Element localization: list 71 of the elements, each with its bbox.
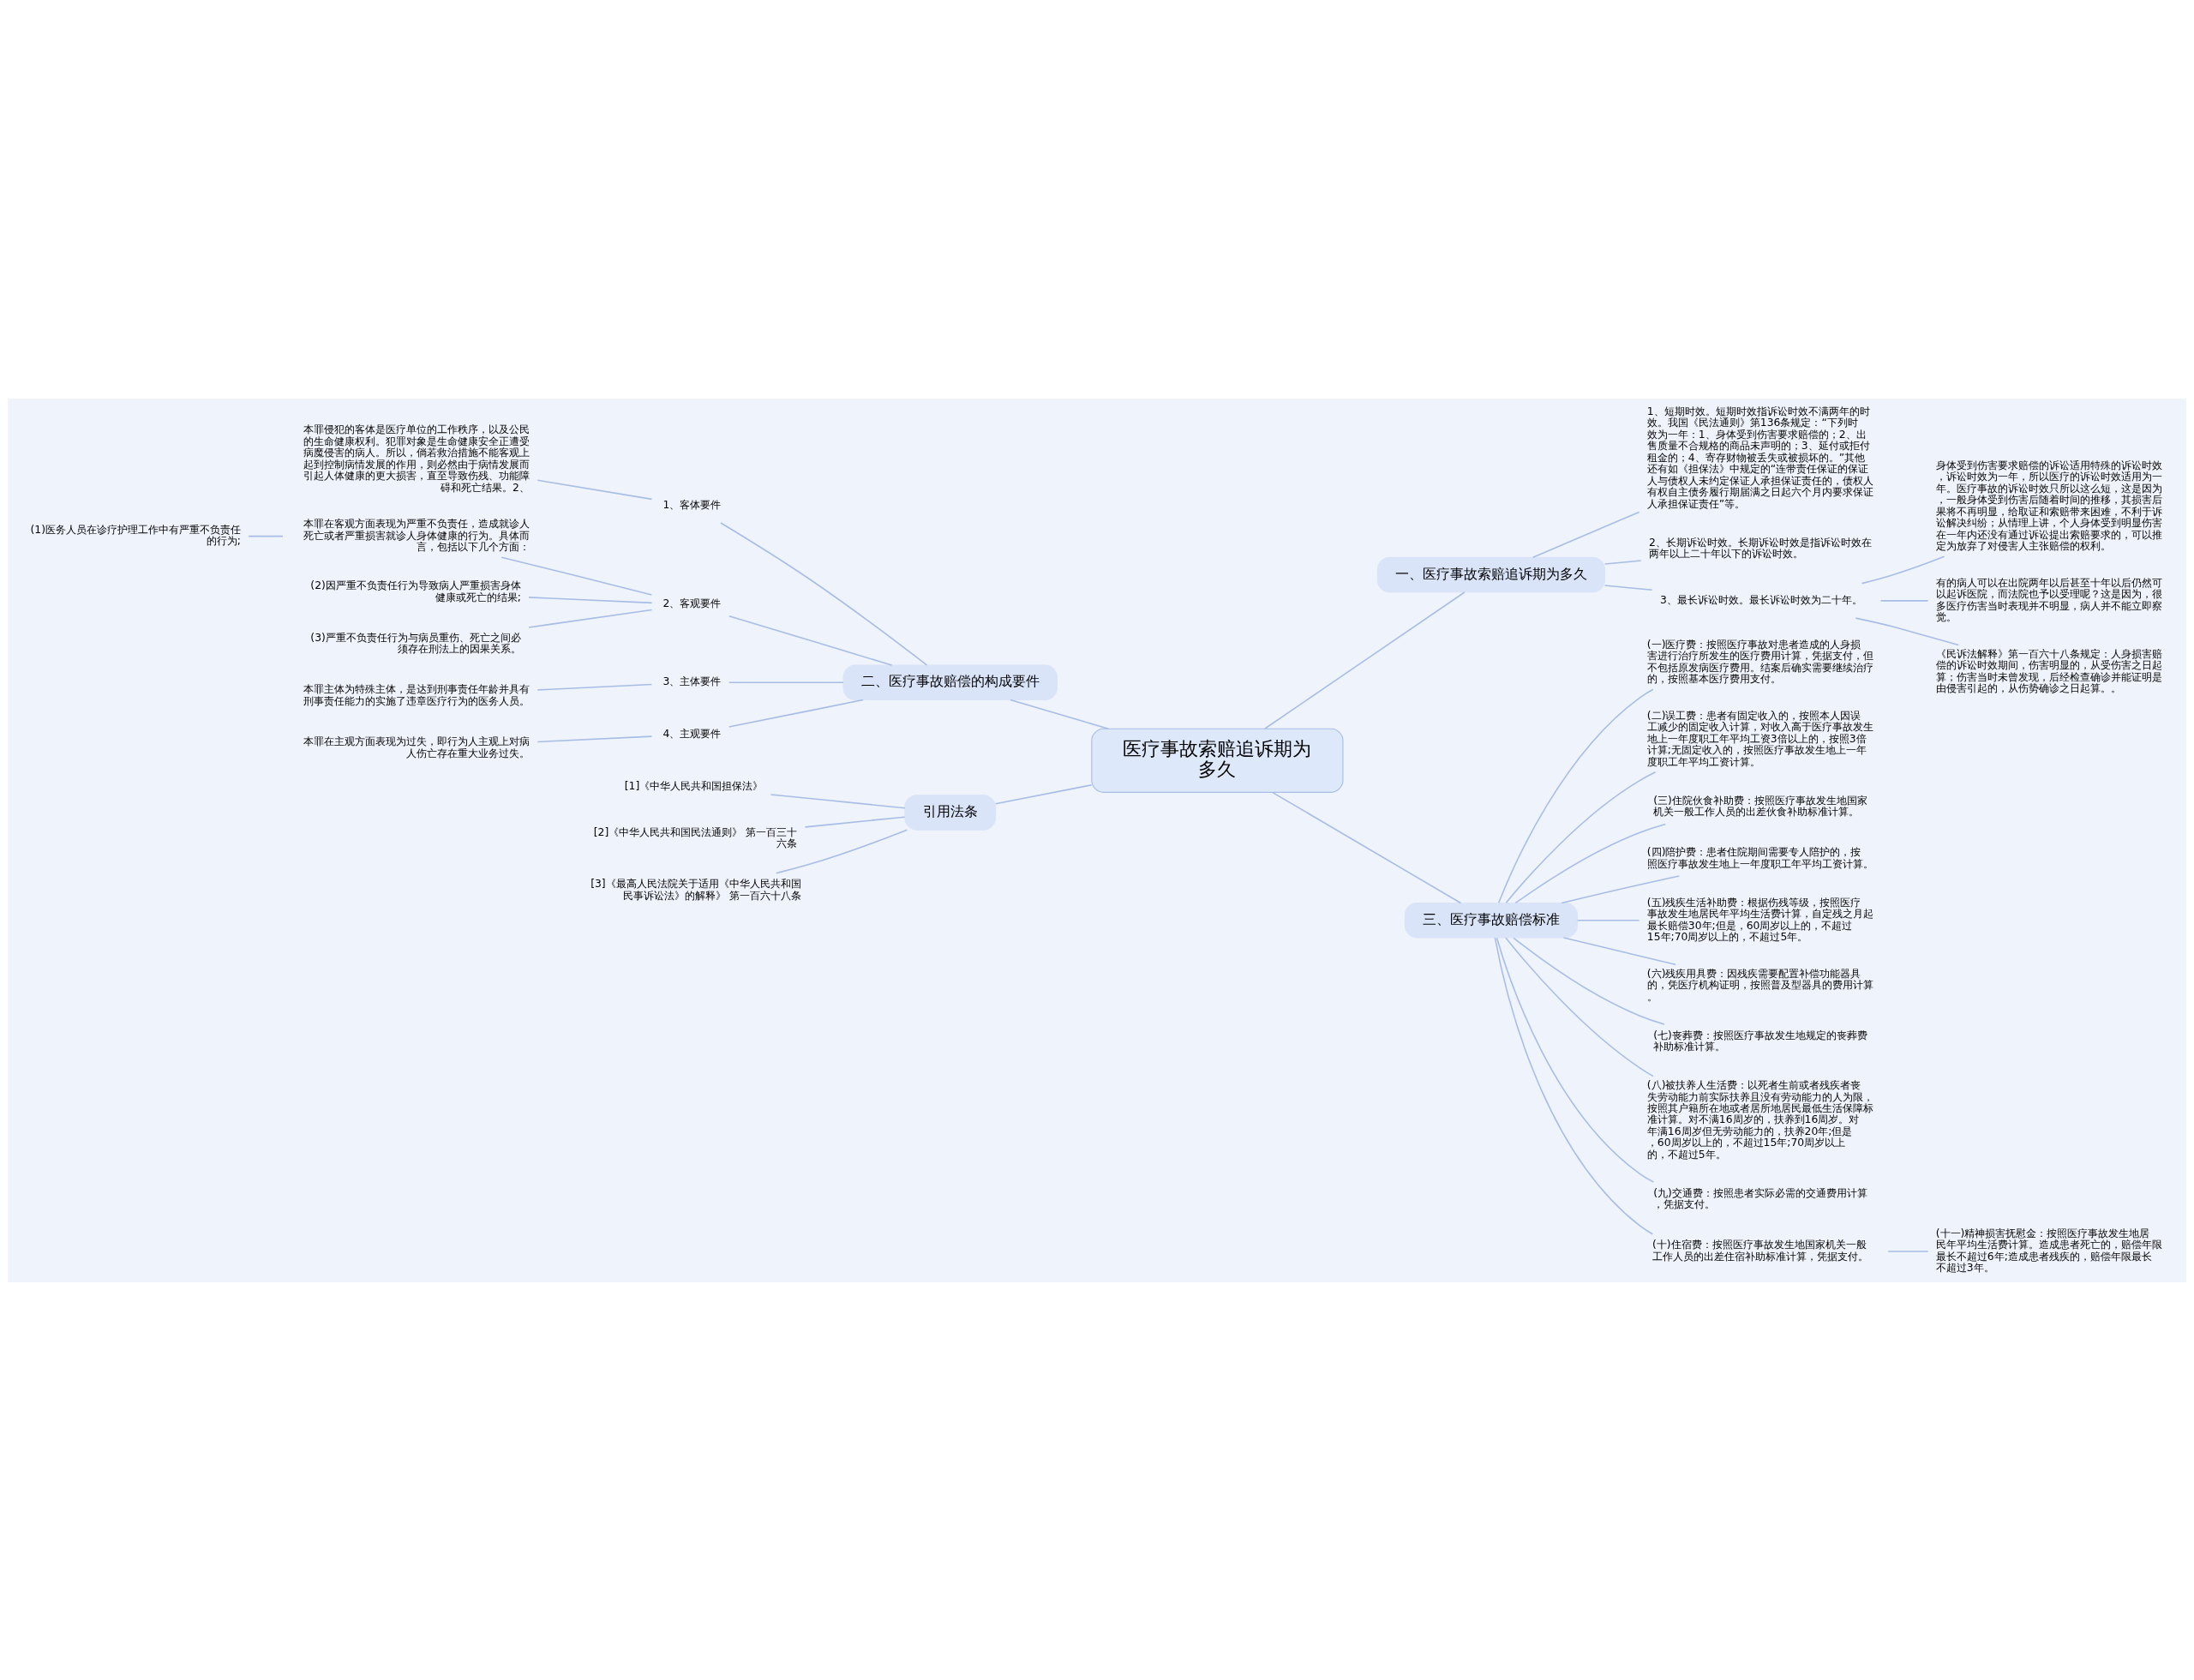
- node-text: (1)医务人员在诊疗护理工作中有严重不负责任的行为;: [30, 523, 242, 547]
- connector: [528, 596, 653, 603]
- connector: [248, 535, 284, 537]
- connector: [1505, 937, 1654, 1077]
- node-text: (四)陪护费：患者住院期间需要专人陪护的，按照医疗事故发生地上一年度职工年平均工资计算。: [1646, 845, 1873, 870]
- node-box: 二、医疗事故赔偿的构成要件: [842, 664, 1058, 700]
- node-box: 一、医疗事故索赔追诉期为多久: [1376, 556, 1605, 592]
- node-text: (七)丧葬费：按照医疗事故发生地规定的丧葬费补助标准计算。: [1653, 1029, 1867, 1053]
- connector: [1861, 555, 1945, 584]
- node-text: (三)住院伙食补助费：按照医疗事故发生地国家机关一般工作人员的出差伙食补助标准计算。: [1653, 794, 1867, 818]
- connector: [1497, 687, 1654, 903]
- node-text: (一)医疗费：按照医疗事故对患者造成的人身损害进行治疗所发生的医疗费用计算，凭据支付，但不包括原发病医疗费用。结案后确实需要继续治疗的，按照基本医疗费用支付。: [1646, 638, 1873, 685]
- connector: [1562, 936, 1676, 965]
- node-text: 有的病人可以在出院两年以后甚至十年以后仍然可以起诉医院，而法院也予以受理呢？这是因为，很多医疗伤害当时表现并不明显，病人并不能立即察觉。: [1935, 576, 2162, 623]
- connector: [537, 478, 653, 500]
- connector: [994, 783, 1093, 805]
- node-text: 本罪在主观方面表现为过失，即行为人主观上对病人伤亡存在重大业务过失。: [303, 735, 530, 759]
- node-text: (五)残疾生活补助费：根据伤残等级，按照医疗事故发生地居民年平均生活费计算，自定残之月起最长赔偿30年;但是，60周岁以上的，不超过15年;70周岁以上的，不超过5年。: [1646, 896, 1873, 943]
- node-text: (十)住宿费：按照医疗事故发生地国家机关一般工作人员的出差住宿补助标准计算，凭据支付。: [1652, 1238, 1869, 1263]
- connector: [1010, 699, 1109, 729]
- node-box: 三、医疗事故赔偿标准: [1404, 902, 1578, 938]
- connector: [1855, 616, 1959, 645]
- connector: [537, 735, 653, 742]
- node-text: (八)被扶养人生活费：以死者生前或者残疾者丧失劳动能力前实际扶养且没有劳动能力的人为限，按照其户籍所在地或者居所地居民最低生活保障标准计算。对不满16周岁的，扶养到16周岁。对年满16周岁但无劳动能力的，扶养20年;但是，60周岁以上的，不超过15年;70周岁以上的，不超过5年。: [1646, 1078, 1873, 1161]
- node-text: 2、客观要件: [662, 597, 722, 609]
- connector: [1887, 1250, 1929, 1252]
- connector: [728, 699, 864, 728]
- node-text: 身体受到伤害要求赔偿的诉讼适用特殊的诉讼时效，诉讼时效为一年，所以医疗的诉讼时效适用为一年。医疗事故的诉讼时效只所以这么短，这是因为，一般身体受到伤害后随着时间的推移，其损害后果将不再明显，给取证和索赔带来困难，不利于诉讼解决纠纷；从情理上讲，个人身体受到明显伤害在一年内还没有通过诉讼提出索赔要求的，可以推定为放弃了对侵害人主张赔偿的权利。: [1935, 459, 2162, 552]
- connector: [1514, 823, 1667, 903]
- node-text: 1、短期时效。短期时效指诉讼时效不满两年的时效。我国《民法通则》第136条规定：“下列时效为一年：1、身体受到伤害要求赔偿的；2、出售质量不合规格的商品未声明的；3、延付或拒付租金的；4、寄存财物被丢失或被损坏的。”其他还有如《担保法》中规定的“连带责任保证的保证人与债权人未约定保证人承担保证责任的，债权人有权自主债务履行期届满之日起六个月内要求保证人承担保证责任”等。: [1646, 405, 1873, 510]
- node-text: [1]《中华人民共和国担保法》: [624, 779, 764, 792]
- node-text: (六)残疾用具费：因残疾需要配置补偿功能器具的，凭医疗机构证明，按照普及型器具的费用计算。: [1646, 967, 1873, 1003]
- connector: [770, 793, 906, 808]
- node-box: 医疗事故索赔追诉期为多久: [1091, 728, 1344, 793]
- connector: [1576, 919, 1640, 921]
- node-text: 《民诉法解释》第一百六十八条规定：人身损害赔偿的诉讼时效期间，伤害明显的，从受伤害之日起算；伤害当时未曾发现，后经检查确诊并能证明是由侵害引起的，从伤势确诊之日起算。。: [1935, 647, 2162, 694]
- connector: [1879, 599, 1929, 602]
- connector: [1561, 874, 1681, 903]
- connector: [728, 615, 893, 666]
- connector: [804, 815, 906, 828]
- connector: [1272, 791, 1462, 903]
- node-text: 1、客体要件: [662, 498, 722, 511]
- node-text: (2)因严重不负责任行为导致病人严重损害身体健康或死亡的结果;: [310, 579, 521, 603]
- node-text: (二)误工费：患者有固定收入的，按照本人因误工减少的固定收入计算，对收入高于医疗事故发生地上一年度职工年平均工资3倍以上的，按照3倍计算;无固定收入的，按照医疗事故发生地上一年度职工年平均工资计算。: [1646, 709, 1873, 768]
- connector: [1604, 584, 1653, 591]
- connector: [1532, 511, 1640, 558]
- node-text: (十一)精神损害抚慰金：按照医疗事故发生地居民年平均生活费计算。造成患者死亡的，赔偿年限最长不超过6年;造成患者残疾的，赔偿年限最长不超过3年。: [1935, 1227, 2162, 1274]
- connector: [537, 683, 653, 691]
- node-text: 本罪侵犯的客体是医疗单位的工作秩序，以及公民的生命健康权利。犯罪对象是生命健康安全正遭受病魔侵害的病人。所以，倘若救治措施不能客观上起到控制病情发展的作用，则必然由于病情发展而引起人体健康的更大损害，直至导致伤残、功能障碍和死亡结果。2、: [303, 423, 530, 494]
- node-text: 2、长期诉讼时效。长期诉讼时效是指诉讼时效在两年以上二十年以下的诉讼时效。: [1649, 536, 1872, 560]
- connector: [720, 521, 928, 666]
- node-text: 3、主体要件: [662, 675, 722, 687]
- connector: [501, 556, 653, 596]
- connector: [776, 828, 908, 873]
- connector: [1604, 559, 1642, 565]
- connector: [1513, 937, 1665, 1025]
- node-text: (九)交通费：按照患者实际必需的交通费用计算，凭据支付。: [1653, 1186, 1867, 1210]
- connector: [1494, 936, 1654, 1235]
- connector: [1496, 936, 1655, 1183]
- node-text: 3、最长诉讼时效。最长诉讼时效为二十年。: [1660, 593, 1862, 606]
- node-text: 4、主观要件: [662, 727, 722, 740]
- connector: [728, 681, 844, 683]
- node-text: 本罪主体为特殊主体，是达到刑事责任年龄并具有刑事责任能力的实施了违章医疗行为的医务人员。: [303, 682, 530, 707]
- connector: [1264, 591, 1466, 729]
- connector: [1505, 771, 1657, 903]
- node-text: [3]《最高人民法院关于适用《中华人民共和国民事诉讼法》的解释》 第一百六十八条: [590, 877, 801, 902]
- connector: [528, 609, 653, 628]
- node-box: 引用法条: [904, 794, 997, 831]
- node-text: 本罪在客观方面表现为严重不负责任，造成就诊人死亡或者严重损害就诊人身体健康的行为。具体而言，包括以下几个方面：: [303, 517, 530, 553]
- node-text: [2]《中华人民共和国民法通则》 第一百三十六条: [593, 825, 798, 849]
- node-text: (3)严重不负责任行为与病员重伤、死亡之间必须存在刑法上的因果关系。: [310, 631, 521, 655]
